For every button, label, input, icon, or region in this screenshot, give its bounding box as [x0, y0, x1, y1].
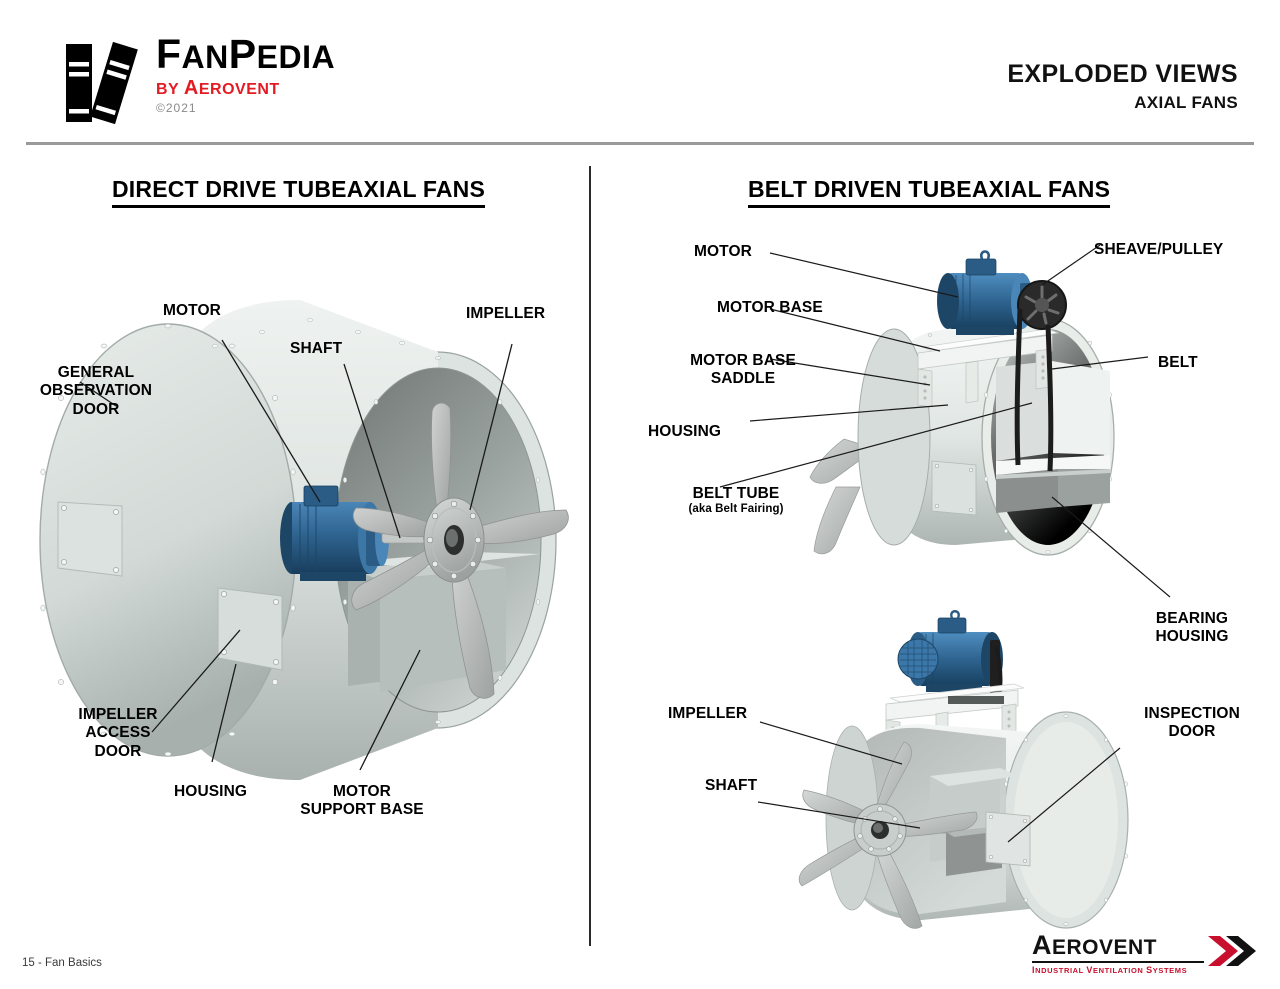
aerovent-wordmark: AEROVENT — [1032, 930, 1158, 960]
leader-lines-left — [79, 339, 513, 771]
header-divider-rule — [26, 142, 1254, 145]
label-general-observation-door: GENERAL OBSERVATION DOOR — [39, 364, 153, 418]
label-belt-tube-sub: (aka Belt Fairing) — [688, 503, 784, 516]
aerovent-rule — [1032, 961, 1204, 963]
aerovent-tagline: INDUSTRIAL VENTILATION SYSTEMS — [1032, 965, 1188, 975]
label-impeller-access-door: IMPELLER ACCESS DOOR — [78, 706, 158, 760]
label-shaft-left: SHAFT — [290, 340, 343, 357]
label-shaft-bottom-right: SHAFT — [705, 777, 758, 794]
inspection-door-panel — [985, 811, 1031, 867]
direct-drive-fan-illustration — [39, 300, 569, 780]
impeller-access-door-panel — [217, 587, 283, 671]
label-motor-base-saddle: MOTOR BASE SADDLE — [690, 352, 796, 388]
label-impeller-left: IMPELLER — [466, 305, 546, 322]
sheave-pulley-top — [1017, 280, 1067, 330]
label-motor-base: MOTOR BASE — [717, 299, 823, 316]
leader-lines-bottom-right — [757, 721, 1121, 843]
label-housing-top-right: HOUSING — [648, 423, 722, 440]
label-motor-left: MOTOR — [163, 302, 221, 319]
belt-driven-fan-top-illustration — [719, 244, 1171, 598]
page-header: FANPEDIA BY AEROVENT ©2021 EXPLODED VIEW… — [0, 0, 1280, 150]
section-title-direct-drive: DIRECT DRIVE TUBEAXIAL FANS — [112, 176, 485, 208]
books-icon — [66, 41, 138, 125]
label-housing-left: HOUSING — [174, 783, 248, 800]
column-divider — [589, 166, 591, 946]
section-title-belt-driven: BELT DRIVEN TUBEAXIAL FANS — [748, 176, 1110, 208]
label-inspection-door: INSPECTION DOOR — [1144, 705, 1240, 741]
general-observation-door-panel — [57, 501, 123, 577]
aerovent-logo: AEROVENT INDUSTRIAL VENTILATION SYSTEMS — [1032, 932, 1258, 978]
brand-name: FANPEDIA — [156, 31, 336, 77]
label-belt: BELT — [1158, 354, 1198, 371]
side-access-panel-top — [931, 460, 977, 516]
label-belt-tube: BELT TUBE(aka Belt Fairing) — [660, 485, 812, 517]
motor-bottom-right — [897, 610, 1003, 709]
label-sheave-pulley: SHEAVE/PULLEY — [1094, 241, 1224, 258]
belt-driven-fan-bottom-illustration — [757, 610, 1129, 929]
impeller-left — [351, 402, 569, 699]
label-motor-support-base: MOTOR SUPPORT BASE — [300, 783, 424, 819]
label-belt-tube-main: BELT TUBE — [692, 485, 780, 502]
footer-page-note: 15 - Fan Basics — [22, 957, 102, 969]
brand-byline: BY AEROVENT — [156, 77, 280, 99]
label-impeller-bottom-right: IMPELLER — [668, 705, 748, 722]
page-title: EXPLODED VIEWS — [1007, 60, 1238, 88]
fanpedia-logo: FANPEDIA BY AEROVENT ©2021 — [52, 30, 412, 140]
header-title-block: EXPLODED VIEWS AXIAL FANS — [1007, 60, 1238, 113]
label-bearing-housing: BEARING HOUSING — [1155, 610, 1229, 646]
label-motor-top-right: MOTOR — [694, 243, 752, 260]
copyright-text: ©2021 — [156, 101, 197, 115]
double-chevron-icon — [1208, 936, 1256, 966]
belt-top — [1014, 308, 1054, 472]
leader-lines-top-right — [719, 244, 1171, 598]
page-subtitle: AXIAL FANS — [1134, 93, 1238, 112]
brand-text-block: FANPEDIA BY AEROVENT ©2021 — [156, 31, 336, 115]
